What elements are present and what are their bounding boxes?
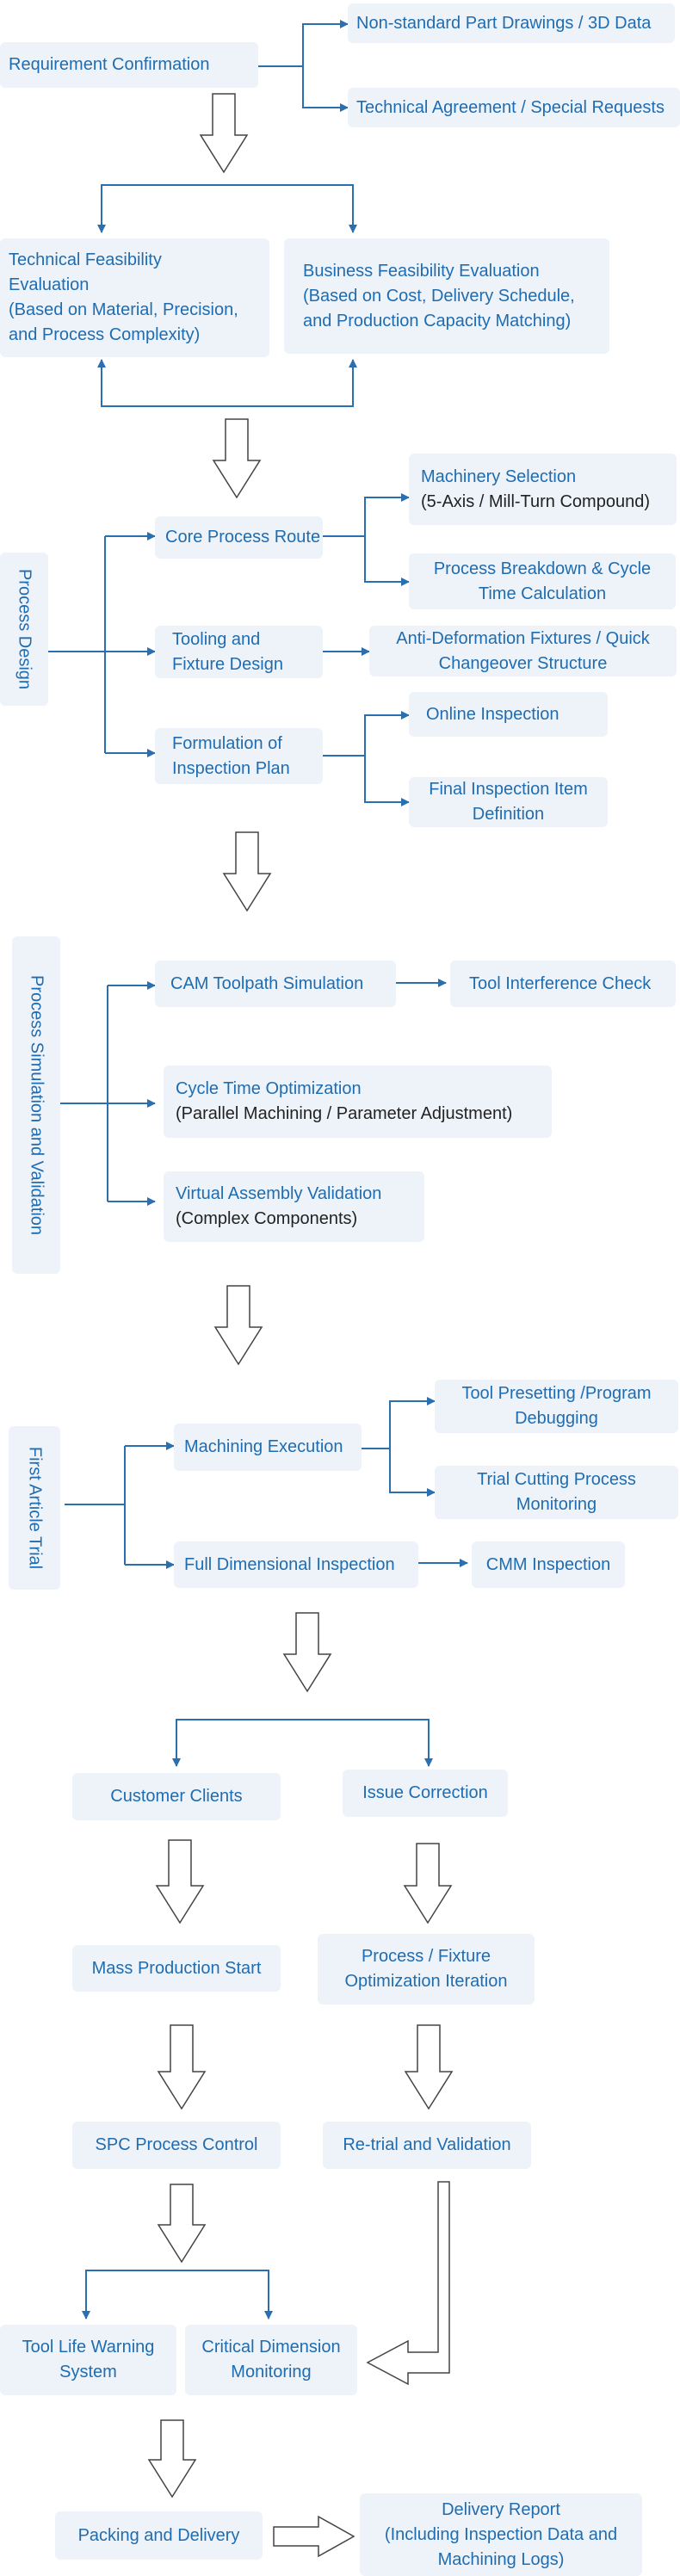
packing-delivery-box: Packing and Delivery	[55, 2511, 263, 2560]
down-arrow-icon	[222, 831, 272, 912]
down-arrow-icon	[212, 418, 262, 499]
nonstandard-drawings-box: Non-standard Part Drawings / 3D Data	[348, 3, 675, 43]
down-arrow-icon	[155, 1839, 205, 1924]
requirement-confirmation-box: Requirement Confirmation	[0, 42, 258, 88]
process-design-label: Process Design	[0, 553, 48, 706]
retrial-validation-box: Re-trial and Validation	[323, 2122, 531, 2169]
connector	[101, 184, 354, 231]
down-arrow-icon	[404, 2024, 454, 2110]
first-article-label: First Article Trial	[9, 1426, 60, 1590]
full-dimensional-box: Full Dimensional Inspection	[174, 1541, 418, 1588]
core-process-route-box: Core Process Route	[155, 516, 323, 559]
customer-clients-box: Customer Clients	[72, 1773, 281, 1820]
machining-execution-box: Machining Execution	[174, 1424, 362, 1471]
down-arrow-icon	[213, 1285, 263, 1366]
connector	[85, 2270, 269, 2317]
connector	[101, 361, 354, 407]
process-simulation-label: Process Simulation and Validation	[12, 936, 60, 1274]
down-arrow-icon	[157, 2184, 207, 2264]
connector	[302, 66, 349, 112]
technical-agreement-box: Technical Agreement / Special Requests	[348, 88, 680, 127]
mass-production-box: Mass Production Start	[72, 1945, 281, 1992]
virtual-assembly-box: Virtual Assembly Validation(Complex Comp…	[164, 1171, 424, 1242]
return-arrow-icon	[366, 2181, 450, 2386]
cycle-time-optimization-box: Cycle Time Optimization(Parallel Machini…	[164, 1066, 552, 1138]
tool-interference-box: Tool Interference Check	[450, 961, 676, 1007]
delivery-report-box: Delivery Report(Including Inspection Dat…	[360, 2493, 642, 2576]
cam-toolpath-box: CAM Toolpath Simulation	[155, 961, 396, 1007]
connector	[258, 20, 349, 67]
machinery-selection-box: Machinery Selection(5-Axis / Mill-Turn C…	[409, 454, 677, 525]
online-inspection-box: Online Inspection	[409, 692, 608, 737]
right-arrow-icon	[273, 2515, 355, 2558]
cmm-inspection-box: CMM Inspection	[472, 1541, 625, 1588]
issue-correction-box: Issue Correction	[343, 1770, 508, 1817]
connector	[176, 1719, 430, 1764]
down-arrow-icon	[199, 93, 249, 174]
business-feasibility-box: Business Feasibility Evaluation(Based on…	[284, 238, 609, 354]
down-arrow-icon	[282, 1612, 332, 1693]
down-arrow-icon	[403, 1843, 453, 1924]
down-arrow-icon	[147, 2419, 197, 2499]
spc-process-box: SPC Process Control	[72, 2122, 281, 2169]
down-arrow-icon	[157, 2024, 207, 2110]
